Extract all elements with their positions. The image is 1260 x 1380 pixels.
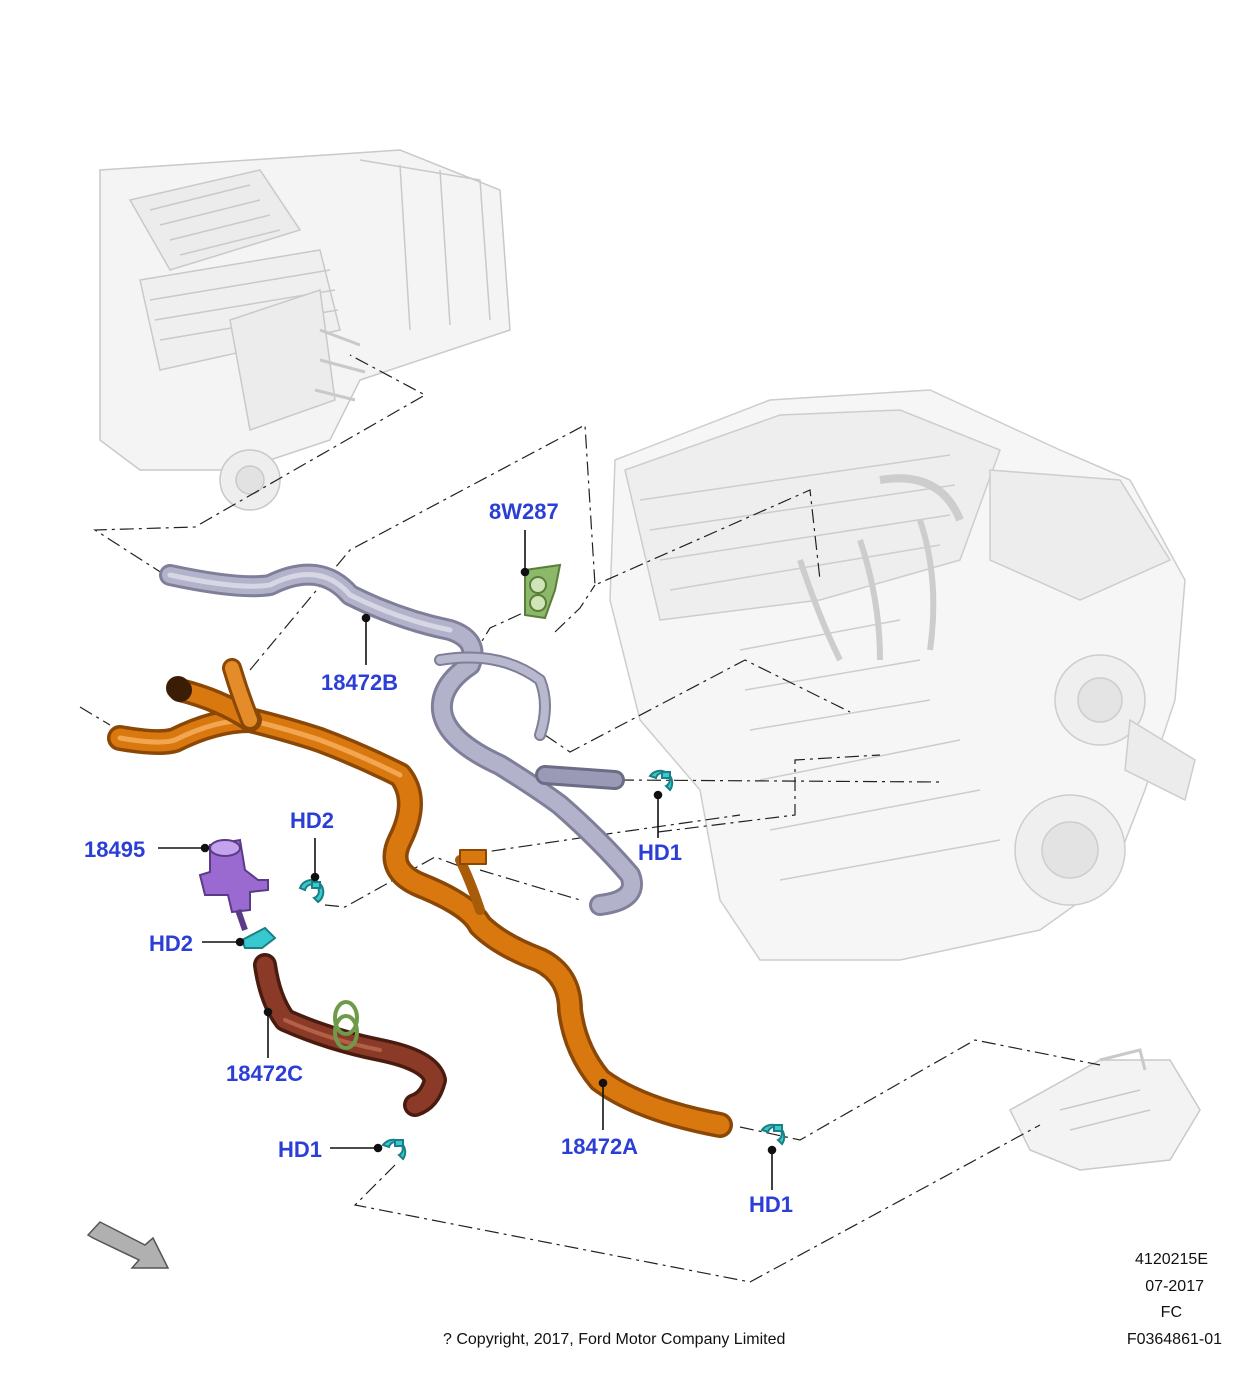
- figure-id: F0364861-01: [1126, 1331, 1222, 1348]
- callout-hd1-bottom-right: HD1: [749, 1192, 794, 1217]
- spring-clip-icon: [333, 1000, 359, 1050]
- bracket-8w287-icon: [524, 563, 562, 620]
- clamp-hd1-bottom-left-icon: [381, 1138, 407, 1161]
- engine-block-ghost: [609, 389, 1196, 961]
- hose-18472c: [253, 953, 447, 1117]
- hose-18472b: [159, 563, 643, 916]
- callout-18495: 18495: [84, 837, 146, 862]
- drawing-code: FC: [1160, 1304, 1182, 1321]
- callout-hd2-top: HD2: [290, 808, 335, 833]
- callout-18472b: 18472B: [321, 670, 399, 695]
- drawing-date: 07-2017: [1145, 1278, 1204, 1295]
- callout-8w287: 8W287: [489, 499, 559, 524]
- clamp-hd2-left-icon: [240, 926, 277, 949]
- callout-18472c: 18472C: [226, 1061, 304, 1086]
- callout-18472a: 18472A: [561, 1134, 639, 1159]
- drawing-number: 4120215E: [1135, 1251, 1208, 1268]
- clamp-hd1-right-icon: [648, 769, 674, 792]
- callout-hd1-bottom-left: HD1: [278, 1137, 323, 1162]
- hvac-housing-ghost: [99, 149, 511, 511]
- forward-arrow-icon: [86, 1221, 170, 1269]
- hose-18472a: [107, 658, 733, 1138]
- clamp-hd2-top-icon: [298, 879, 325, 904]
- clamp-hd1-bottom-right-icon: [760, 1123, 786, 1146]
- leader-lines: [158, 530, 777, 1190]
- valve-18495-icon: [198, 838, 269, 931]
- callout-hd2-left: HD2: [149, 931, 194, 956]
- bracket-ghost: [1009, 1048, 1201, 1171]
- copyright-notice: ? Copyright, 2017, Ford Motor Company Li…: [443, 1331, 786, 1348]
- callout-hd1-right: HD1: [638, 840, 683, 865]
